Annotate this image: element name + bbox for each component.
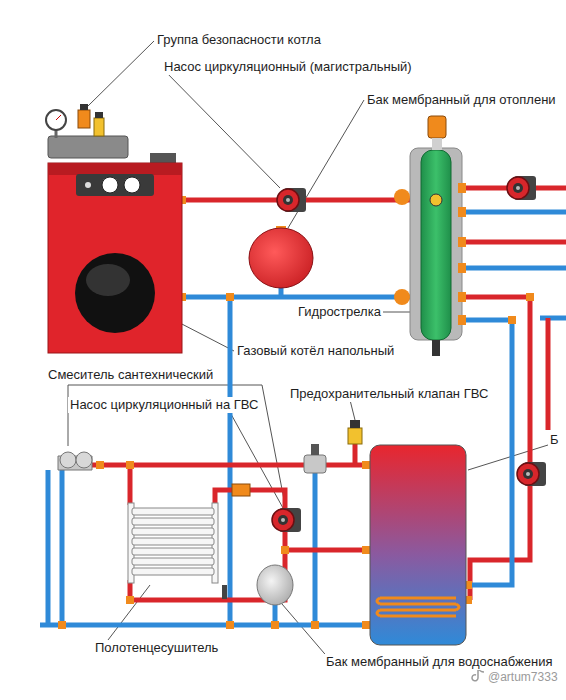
part-label: Смеситель сантехнический [46,367,215,383]
part-label: Гидрострелка [296,304,383,320]
part-label: Бак мембранный для водоснабжения [324,654,554,670]
watermark: @artum7333 [486,669,560,685]
part-label: Группа безопасности котла [155,32,323,48]
part-label: Насос циркуляционный (магистральный) [162,59,414,75]
part-label: Полотенцесушитель [93,640,220,656]
hydraulic-separator [394,116,466,356]
part-label: Б [548,432,561,448]
dhw-parts [58,420,362,605]
part-label: Предохранительный клапан ГВС [288,386,490,402]
expansion-tank [249,226,313,288]
part-label: Насос циркуляционный на ГВС [68,397,260,413]
pipes [40,188,566,625]
safety-group [46,104,104,138]
part-label: Газовый котёл напольный [235,343,396,359]
towel-dryer [128,503,218,583]
part-label: Бак мембранный для отоплени [365,92,558,108]
boiler [48,136,182,353]
dhw-tank [370,445,466,645]
